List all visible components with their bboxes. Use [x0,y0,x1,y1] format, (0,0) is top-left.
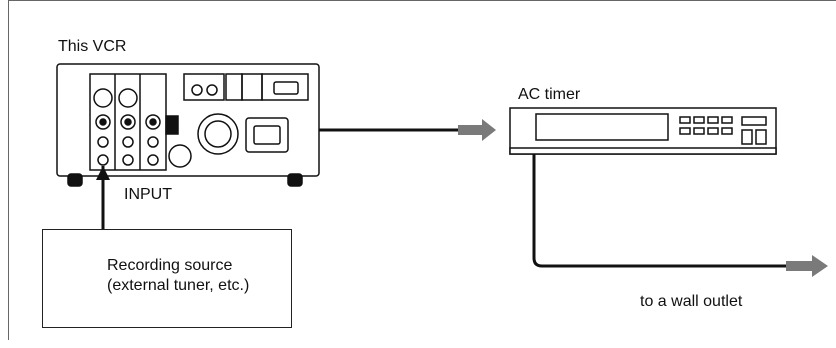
frame-top-border [8,0,836,1]
arrow-to-timer [458,119,496,141]
arrow-to-outlet [786,255,828,277]
power-arrows [458,119,828,277]
recording-source-line2: (external tuner, etc.) [107,277,250,294]
input-jack [97,154,109,166]
cooling-fan [197,113,239,155]
ac-timer-label: AC timer [518,86,581,103]
timer-display [535,113,669,141]
vcr-illustration [56,63,320,187]
ac-timer-illustration [509,107,777,155]
timer-to-outlet-cable [532,154,786,268]
frame-left-border [8,0,9,340]
input-label: INPUT [124,186,172,203]
vcr-label: This VCR [58,38,127,55]
s-video-connector-2 [118,88,138,108]
recording-source-box: Recording source (external tuner, etc.) [42,229,292,328]
s-video-connector-1 [93,88,113,108]
vcr-foot-right [287,173,303,187]
wall-outlet-label: to a wall outlet [640,293,743,310]
timer-buttons [679,116,767,145]
vcr-foot-left [67,173,83,187]
input-arrow-head [96,166,110,180]
ac-inlet [245,117,289,153]
recording-source-line1: Recording source [107,257,233,274]
timer-body [509,107,777,155]
recording-source-text: Recording source (external tuner, etc.) [107,256,249,296]
cables [319,128,786,268]
vcr-body [56,63,320,177]
